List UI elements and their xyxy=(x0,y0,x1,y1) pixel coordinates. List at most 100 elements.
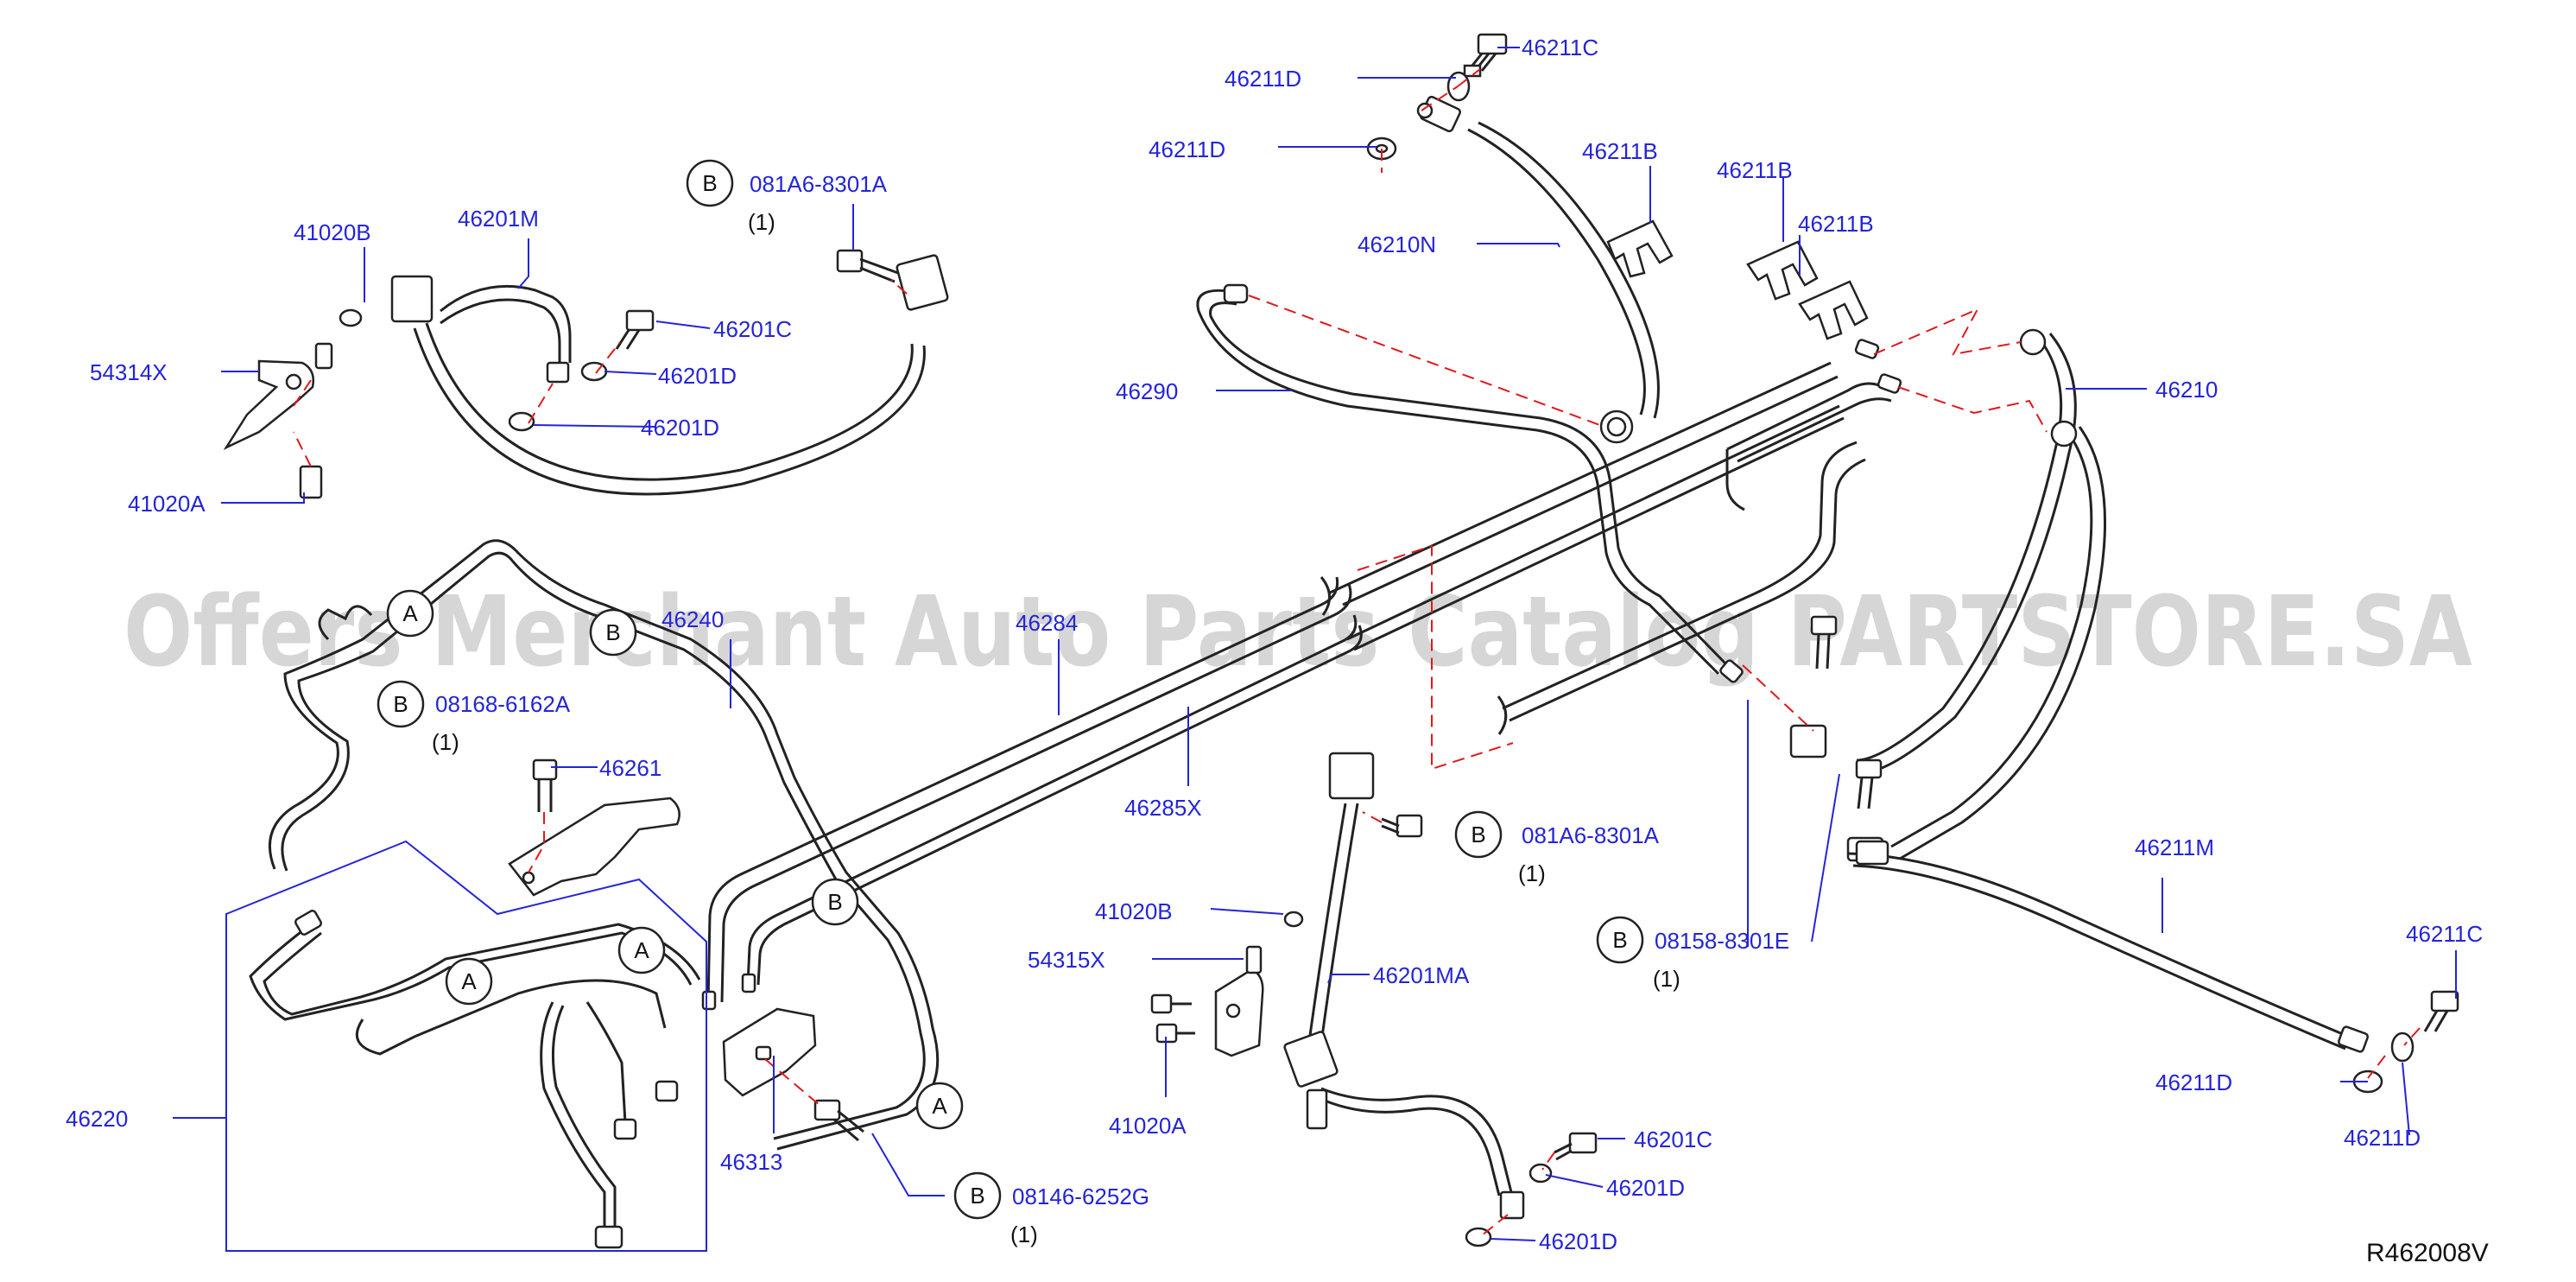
label-08158-8301E: 08158-8301E xyxy=(1655,928,1789,954)
block-46313 xyxy=(722,1007,817,1097)
label-41020B-center: 41020B xyxy=(1095,898,1173,924)
diagram-reference-code: R462008V xyxy=(2366,1239,2489,1267)
tube-set-46220 xyxy=(249,910,701,1249)
svg-text:B: B xyxy=(605,619,620,645)
label-54314X: 54314X xyxy=(90,359,168,385)
svg-text:A: A xyxy=(461,968,477,994)
label-46201C-top: 46201C xyxy=(713,316,792,342)
label-46211B-3: 46211B xyxy=(1798,211,1874,237)
marker-a-4: A xyxy=(915,1082,964,1130)
label-41020B-top: 41020B xyxy=(294,219,371,245)
label-46211B-2: 46211B xyxy=(1717,157,1793,183)
svg-text:B: B xyxy=(1471,822,1485,847)
label-46261: 46261 xyxy=(599,755,661,781)
svg-text:B: B xyxy=(970,1183,984,1209)
label-41020A-top: 41020A xyxy=(128,491,206,517)
label-46210N: 46210N xyxy=(1358,232,1436,257)
qty-08146: (1) xyxy=(1010,1222,1038,1247)
label-46240: 46240 xyxy=(661,606,724,632)
label-46210: 46210 xyxy=(2155,377,2218,403)
marker-b-key-08146: B xyxy=(953,1171,1002,1220)
qty-081A6-top: (1) xyxy=(748,209,775,235)
nut-41020B-center xyxy=(1283,911,1304,928)
clip-46261 xyxy=(508,796,680,897)
label-46211D-top-1: 46211D xyxy=(1225,66,1301,92)
label-46211B-1: 46211B xyxy=(1582,138,1658,164)
qty-081A6-center: (1) xyxy=(1518,860,1546,886)
clip-46211B-1 xyxy=(1606,219,1674,278)
bolt-081A6-8301A-top xyxy=(836,249,899,283)
label-46211D-right-2: 46211D xyxy=(2344,1125,2421,1151)
label-46211C-right: 46211C xyxy=(2406,921,2483,947)
label-41020A-center: 41020A xyxy=(1109,1113,1187,1139)
label-46313: 46313 xyxy=(720,1149,782,1175)
bolt-081A6-8301A-center xyxy=(1381,814,1423,838)
clip-46211B-2 xyxy=(1746,240,1819,301)
label-081A6-8301A-top: 081A6-8301A xyxy=(750,171,888,197)
washer-46201D-bottom-1 xyxy=(1529,1163,1553,1184)
leader-lines xyxy=(173,47,2457,1241)
label-46284: 46284 xyxy=(1016,610,1078,636)
label-46285X: 46285X xyxy=(1124,795,1202,821)
hose-46201MA xyxy=(1283,752,1525,1220)
bolt-08168-6162A xyxy=(532,758,558,812)
svg-text:B: B xyxy=(1612,927,1627,953)
label-46201D-bottom-1: 46201D xyxy=(1606,1175,1685,1201)
qty-08158: (1) xyxy=(1653,966,1680,992)
bracket-54315X xyxy=(1214,945,1264,1057)
bolt-41020A-center xyxy=(1150,993,1195,1044)
label-46220: 46220 xyxy=(66,1106,128,1132)
marker-b-key-08158: B xyxy=(1596,916,1644,964)
label-46211D-top-2: 46211D xyxy=(1149,136,1225,162)
bracket-54314X xyxy=(223,308,363,499)
tube-46290 xyxy=(1196,283,1744,683)
main-brake-tubes xyxy=(701,361,1845,1011)
label-46290: 46290 xyxy=(1116,378,1178,404)
label-46201MA: 46201MA xyxy=(1373,962,1470,988)
label-46211D-right-1: 46211D xyxy=(2155,1069,2232,1095)
label-54315X: 54315X xyxy=(1028,947,1105,973)
label-46201M: 46201M xyxy=(458,206,539,232)
label-08168-6162A: 08168-6162A xyxy=(435,691,571,717)
washer-46201D-top-2 xyxy=(508,411,535,432)
label-46211M: 46211M xyxy=(2135,835,2214,860)
bolt-08158-8301E-upper xyxy=(1810,615,1838,670)
svg-text:B: B xyxy=(827,889,842,915)
hose-46210 xyxy=(1789,328,2107,862)
label-081A6-8301A-center: 081A6-8301A xyxy=(1522,822,1660,848)
label-46201C-bottom: 46201C xyxy=(1634,1127,1712,1152)
marker-b-2: B xyxy=(811,878,859,926)
bolt-46211C-top xyxy=(1463,33,1508,78)
bolt-46201C-bottom xyxy=(1554,1132,1598,1161)
marker-b-key-08168: B xyxy=(377,680,425,728)
label-46201D-top-2: 46201D xyxy=(641,415,719,441)
marker-a-2: A xyxy=(445,957,493,1006)
svg-text:A: A xyxy=(634,937,649,963)
svg-text:A: A xyxy=(932,1093,947,1119)
label-46201D-top-1: 46201D xyxy=(658,363,737,389)
qty-08168: (1) xyxy=(432,729,459,755)
svg-text:A: A xyxy=(402,600,418,626)
bolt-46201C-top xyxy=(615,309,655,350)
marker-a-3: A xyxy=(617,926,666,974)
marker-b-key-081A6-top: B xyxy=(686,159,734,207)
label-46211C-top: 46211C xyxy=(1522,35,1598,60)
bolt-08146-6252G xyxy=(813,1099,864,1142)
rear-crossover-tubes xyxy=(1502,339,1902,722)
label-46201D-bottom-2: 46201D xyxy=(1539,1228,1617,1254)
hose-46211M xyxy=(1847,840,2369,1053)
clip-46211B-3 xyxy=(1798,280,1869,340)
hose-46201M xyxy=(390,254,949,496)
svg-text:B: B xyxy=(393,691,408,717)
svg-text:B: B xyxy=(702,170,717,196)
marker-b-1: B xyxy=(589,608,637,657)
marker-a-1: A xyxy=(386,589,434,638)
tube-46240 xyxy=(268,539,940,1151)
washer-46211D-3 xyxy=(2390,1031,2415,1063)
group-box-46220 xyxy=(225,840,707,1252)
label-08146-6252G: 08146-6252G xyxy=(1012,1184,1149,1209)
bolt-46211C-right xyxy=(2423,990,2459,1032)
bolt-08158-8301E-lower xyxy=(1855,758,1883,809)
marker-b-key-081A6-center: B xyxy=(1454,810,1503,859)
